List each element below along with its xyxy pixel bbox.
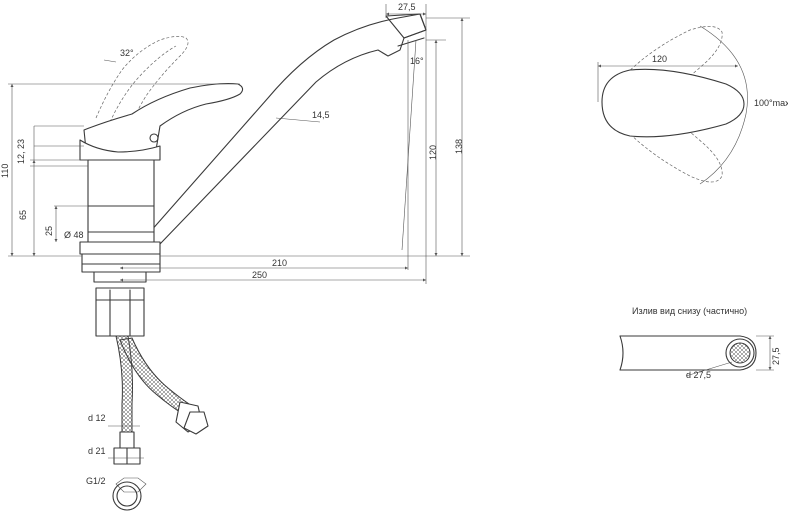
main-dimensions: 27,5 16° 14,5 32° 110 65 12, 23 25 Ø 48 … xyxy=(0,2,470,486)
hose-right-nut xyxy=(183,411,209,435)
handle-cap xyxy=(79,139,161,161)
bottom-view-height: 27,5 xyxy=(771,347,781,365)
dim-spout-width: 27,5 xyxy=(398,2,416,12)
handle-rotated-dashed-1 xyxy=(609,26,723,119)
dim-handle-height: 12, 23 xyxy=(16,139,26,164)
dim-reach-250: 250 xyxy=(252,270,267,280)
dim-base-height: 25 xyxy=(44,226,54,236)
dim-overall-height: 138 xyxy=(454,139,464,154)
mounting-nut xyxy=(95,287,145,337)
bottom-view-caption: Излив вид снизу (частично) xyxy=(632,306,747,316)
thread-circle-inner xyxy=(116,485,138,507)
base-plate xyxy=(81,253,161,273)
bottom-view-diameter: d 27,5 xyxy=(686,370,711,380)
dim-thread: G1/2 xyxy=(86,476,106,486)
spout-nozzle xyxy=(385,13,427,39)
dim-spout-tube: 14,5 xyxy=(312,110,330,120)
spout-outline xyxy=(149,13,427,245)
handle-raised-outline xyxy=(95,36,189,125)
dim-hose-d12: d 12 xyxy=(88,413,106,423)
faucet-body xyxy=(87,159,155,243)
top-view-length: 120 xyxy=(652,54,667,64)
handle-top-outline xyxy=(601,68,745,138)
handle-raised-outline-inner xyxy=(109,45,177,123)
dim-reach-210: 210 xyxy=(272,258,287,268)
mounting-shank xyxy=(93,271,147,283)
aerator-mesh xyxy=(729,342,751,364)
dim-body-height: 65 xyxy=(18,210,28,220)
hose-left-ferrule xyxy=(119,431,135,449)
spout-bottom-view: Излив вид снизу (частично) 27,5 d 27,5 xyxy=(619,306,781,380)
top-view-rotation: 100°max xyxy=(754,98,788,108)
dim-spout-height: 120 xyxy=(428,145,438,160)
spout-aerator-line xyxy=(397,37,425,47)
dim-body-diameter: Ø 48 xyxy=(64,230,84,240)
thread-hex xyxy=(115,477,147,493)
dim-handle-angle: 32° xyxy=(120,48,134,58)
faucet-handle xyxy=(83,82,244,157)
handle-top-view: 120 100°max xyxy=(597,25,788,185)
base-ring xyxy=(79,241,161,255)
thread-circle-outer xyxy=(112,481,142,511)
rotation-arc xyxy=(699,25,748,185)
faucet-side-view xyxy=(79,13,427,511)
dim-spout-angle: 16° xyxy=(410,56,424,66)
handle-screw xyxy=(149,133,159,143)
dim-total-height: 110 xyxy=(0,164,10,178)
dim-hose-d21: d 21 xyxy=(88,446,106,456)
